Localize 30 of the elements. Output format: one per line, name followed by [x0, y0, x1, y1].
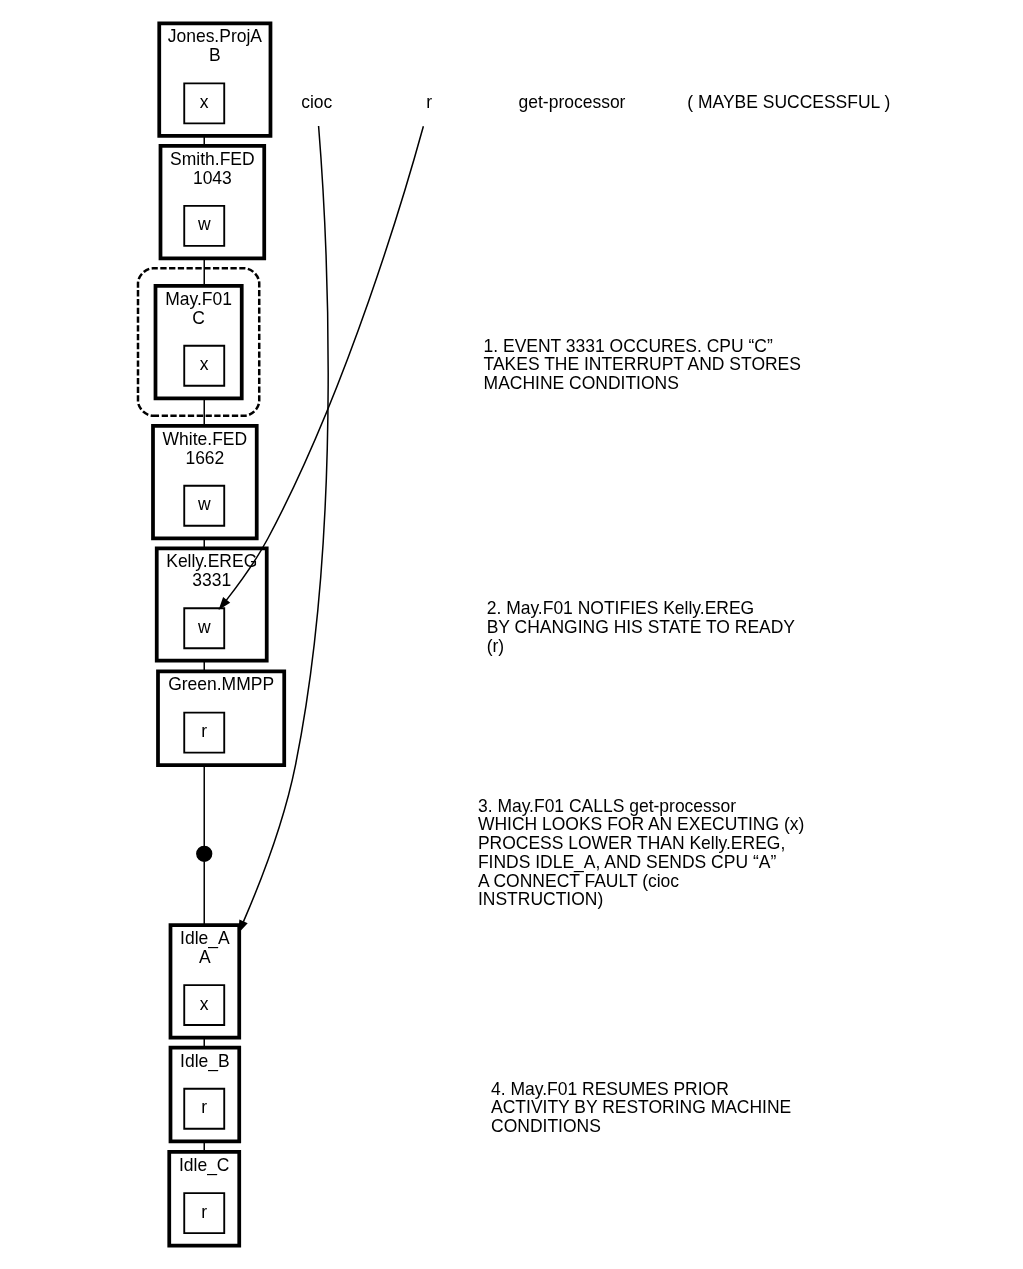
- label: ( MAYBE SUCCESSFUL ): [686, 91, 890, 112]
- node-box: r: [182, 711, 225, 754]
- connector: [203, 764, 205, 847]
- node-text: r: [425, 91, 432, 112]
- node-box: w: [182, 607, 225, 650]
- label: get-processor: [518, 91, 625, 112]
- node-box: w: [182, 204, 225, 247]
- arrow: [218, 125, 424, 610]
- node-box: x: [182, 82, 225, 125]
- label: 1. EVENT 3331 OCCURES. CPU “C” TAKES THE INTERRUPT AND STORES MACHINE CONDITIONS: [483, 335, 801, 394]
- connector: [203, 860, 205, 926]
- connector: [203, 257, 205, 287]
- node-circle: [195, 845, 212, 862]
- node-box: w: [182, 484, 225, 527]
- connector: [203, 1036, 205, 1049]
- node-text: cioc: [300, 91, 332, 112]
- node-box: x: [182, 984, 225, 1026]
- node-box: x: [182, 344, 225, 387]
- connector: [203, 135, 205, 147]
- node-box: r: [182, 1192, 225, 1235]
- connector: [203, 1140, 205, 1153]
- connector: [203, 660, 205, 673]
- label: 3. May.F01 CALLS get-processor WHICH LOOKS FOR AN EXECUTING (x) PROCESS LOWER THAN Kelly.EREG, FINDS IDLE_A, AND SENDS CPU “A” A CONNECT FAULT (cioc INSTRUCTION): [477, 795, 804, 910]
- connector: [203, 537, 205, 549]
- arrow: [237, 125, 329, 934]
- connector: [203, 397, 205, 427]
- label: 2. May.F01 NOTIFIES Kelly.EREG BY CHANGING HIS STATE TO READY (r): [486, 598, 795, 656]
- node-box: r: [182, 1087, 225, 1130]
- cluster: [136, 267, 260, 418]
- label: 4. May.F01 RESUMES PRIOR ACTIVITY BY RESTORING MACHINE CONDITIONS: [490, 1078, 791, 1137]
